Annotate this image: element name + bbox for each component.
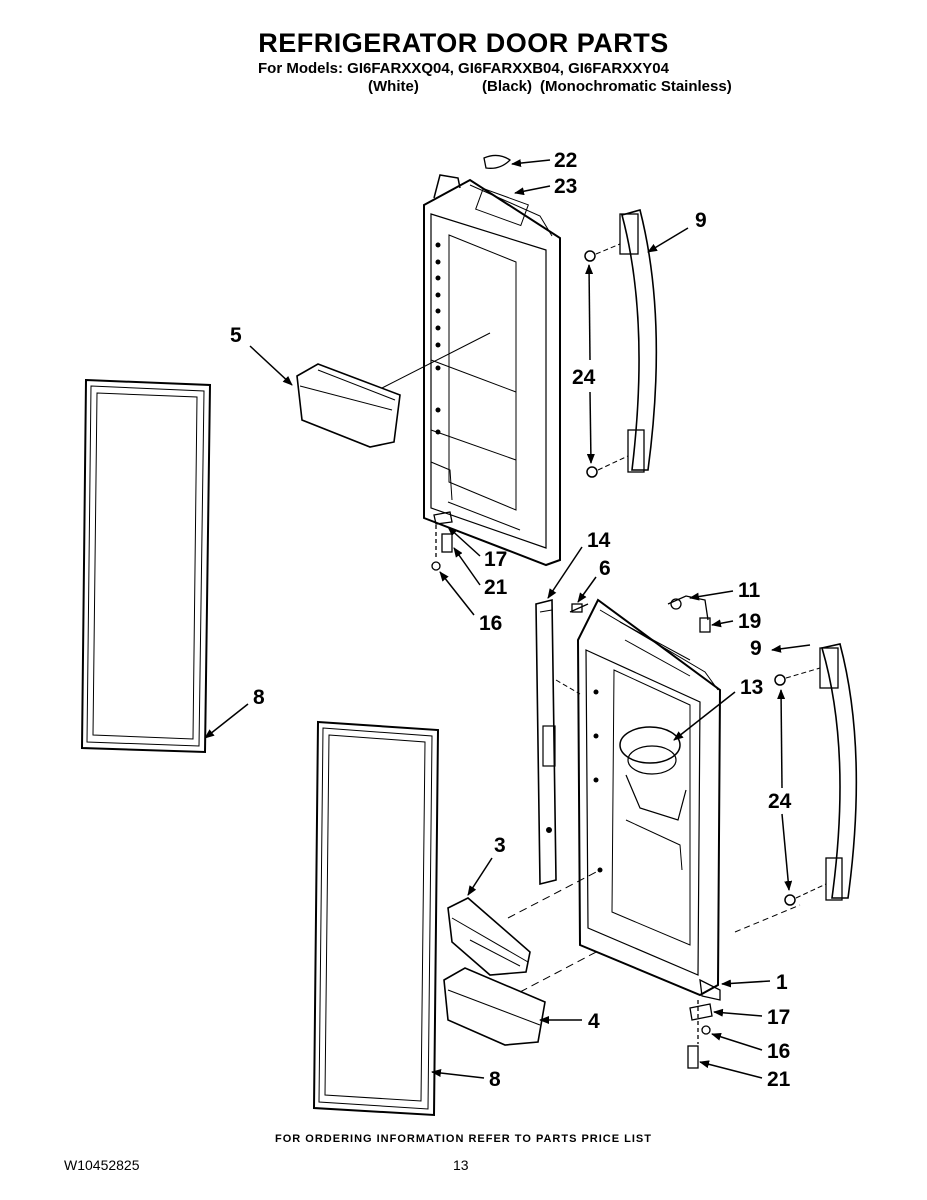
handle-upper-dash-a (595, 243, 621, 255)
variant-black: (Black) (482, 78, 533, 95)
water-tube-11 (667, 595, 709, 621)
hinge-parts-left (431, 511, 453, 571)
dispenser-trim-14 (535, 598, 557, 886)
ordering-info: FOR ORDERING INFORMATION REFER TO PARTS … (275, 1133, 652, 1145)
callout-23: 23 (554, 175, 577, 198)
callout-1: 1 (776, 971, 788, 994)
models-line: For Models: GI6FARXXQ04, GI6FARXXB04, GI… (258, 60, 669, 77)
page-number: 13 (453, 1157, 469, 1173)
callout-16-lower: 16 (767, 1040, 790, 1063)
callout-17-upper: 17 (484, 548, 507, 571)
callout-9-upper: 9 (695, 209, 707, 232)
callout-4: 4 (588, 1010, 600, 1033)
handle-lower-dash-a (785, 667, 821, 679)
callout-24-lower: 24 (768, 790, 792, 813)
handle-lower (819, 643, 858, 901)
end-cap-upper (584, 250, 596, 262)
clip-19 (699, 617, 711, 633)
trim-dash (555, 679, 581, 695)
callout-17-lower: 17 (767, 1006, 790, 1029)
end-cap-lower-handle-a (774, 674, 786, 686)
gasket-22 (483, 154, 512, 169)
right-door-gasket (312, 720, 440, 1117)
end-cap-lower (586, 466, 598, 478)
bin-5-leader (381, 332, 491, 389)
callout-21-lower: 21 (767, 1068, 791, 1091)
callout-14: 14 (587, 529, 611, 552)
callout-6: 6 (599, 557, 611, 580)
hinge-parts-right (687, 1000, 713, 1069)
left-door-liner (423, 174, 561, 567)
screw-6 (569, 603, 589, 613)
variant-white: (White) (368, 78, 419, 95)
door-bin-4 (443, 967, 546, 1046)
door-bin-3 (447, 897, 531, 976)
callout-5: 5 (230, 324, 242, 347)
door-bin-5 (296, 363, 401, 448)
end-cap-lower-handle-b (784, 894, 796, 906)
callout-16-upper: 16 (479, 612, 502, 635)
document-number: W10452825 (64, 1157, 140, 1173)
leader-lines (204, 159, 811, 1079)
left-door-gasket (80, 378, 212, 754)
callout-13: 13 (740, 676, 763, 699)
right-liner-shelf-dimples (593, 689, 603, 873)
callout-24-upper: 24 (572, 366, 596, 389)
callout-11: 11 (738, 579, 761, 602)
right-door-liner (576, 598, 722, 1001)
callout-3: 3 (494, 834, 506, 857)
callout-labels: 22 23 9 24 5 17 21 16 14 6 11 19 9 13 8 … (230, 149, 792, 1091)
callout-22: 22 (554, 149, 577, 172)
handle-lower-dash-c (734, 904, 801, 933)
page-title: REFRIGERATOR DOOR PARTS (258, 28, 669, 58)
variant-stainless: (Monochromatic Stainless) (540, 78, 732, 95)
callout-9-lower: 9 (750, 637, 762, 660)
bin-3-dash (507, 869, 601, 919)
handle-upper (619, 209, 658, 473)
callout-19: 19 (738, 610, 761, 633)
left-liner-shelf-dimples (435, 242, 441, 435)
handle-lower-dash-b (795, 883, 827, 899)
handle-upper-dash-b (597, 455, 629, 471)
callout-21-upper: 21 (484, 576, 508, 599)
bin-4-dash (519, 949, 601, 993)
callout-8-lower: 8 (489, 1068, 501, 1091)
callout-8-upper: 8 (253, 686, 265, 709)
